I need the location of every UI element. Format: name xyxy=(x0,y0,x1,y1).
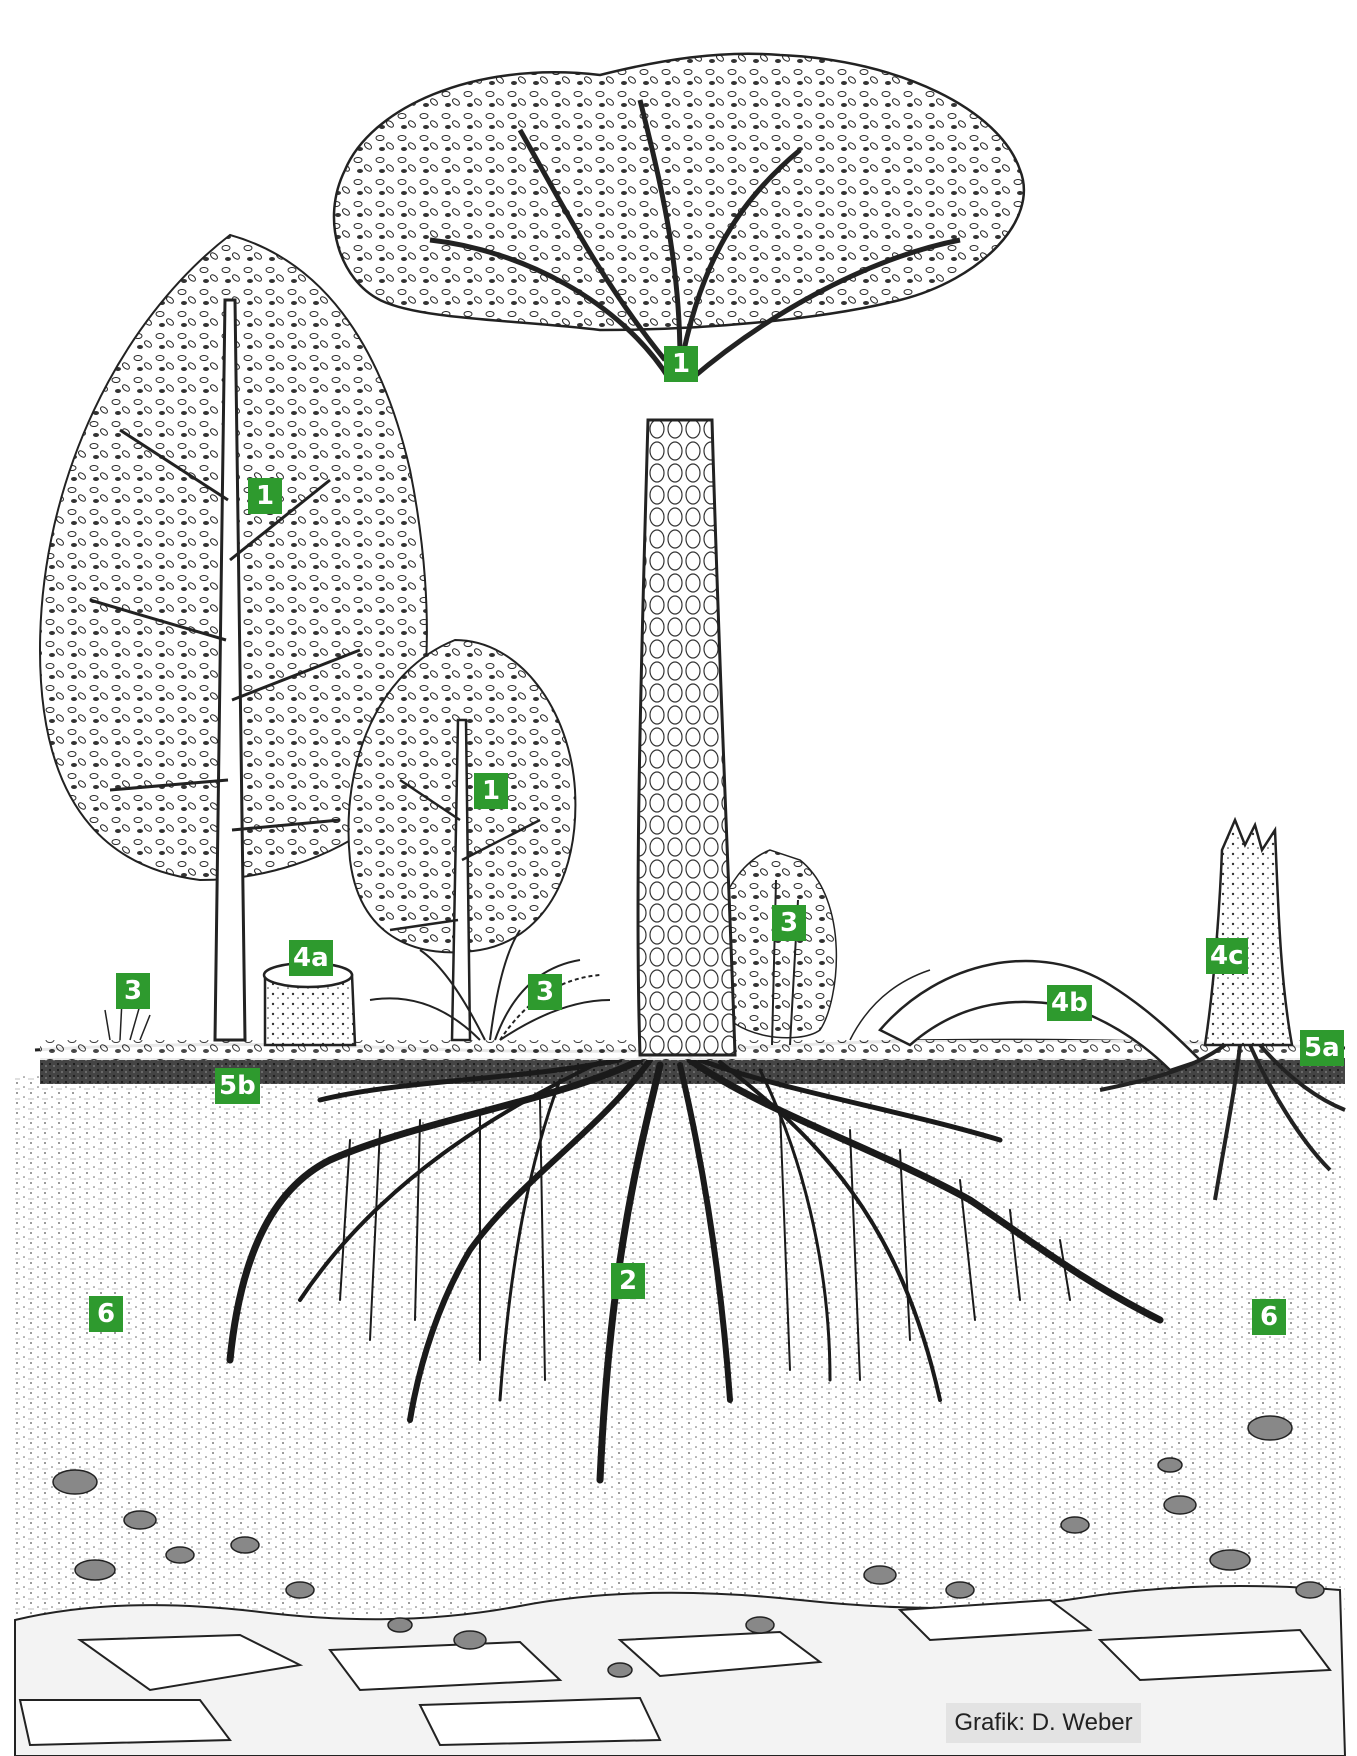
label-6-soil-right: 6 xyxy=(1252,1299,1286,1335)
label-5b-litter: 5b xyxy=(215,1068,260,1104)
label-3-shrub-left: 3 xyxy=(116,973,150,1009)
label-4a-stump: 4a xyxy=(289,940,333,976)
label-2-roots: 2 xyxy=(611,1263,645,1299)
image-credit: Grafik: D. Weber xyxy=(946,1703,1141,1743)
soil-layer xyxy=(15,1075,1345,1615)
label-5a-litter: 5a xyxy=(1300,1030,1344,1066)
label-1-big-tree: 1 xyxy=(664,346,698,382)
label-1-middle-tree: 1 xyxy=(474,773,508,809)
left-tree xyxy=(40,235,427,1040)
label-1-left-tree: 1 xyxy=(248,478,282,514)
label-3-fern: 3 xyxy=(528,974,562,1010)
label-3-shrub-right: 3 xyxy=(772,905,806,941)
label-4b-fallen-log: 4b xyxy=(1047,985,1092,1021)
label-6-soil-left: 6 xyxy=(89,1296,123,1332)
bedrock xyxy=(15,1586,1345,1756)
label-4c-snag: 4c xyxy=(1206,938,1248,974)
